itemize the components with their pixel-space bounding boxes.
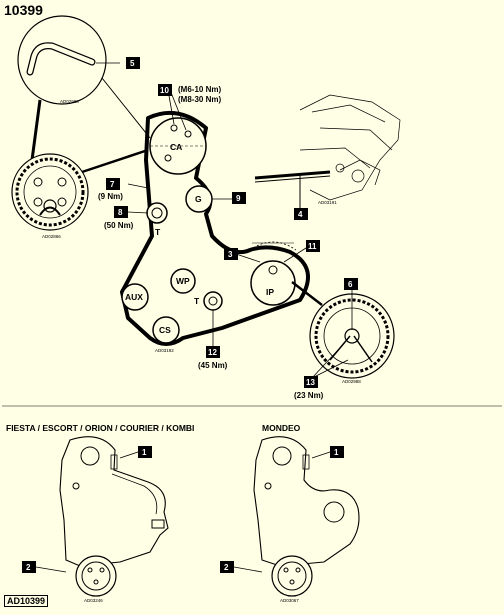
callout-4: 4	[298, 210, 303, 219]
ref-r2: AD02866	[42, 234, 61, 239]
document-number: 10399	[4, 2, 43, 18]
camshaft-label: CA	[170, 142, 182, 152]
injection-pump-label: IP	[266, 287, 274, 297]
callouts: 5 10 7 8 9 3 11 4 6 12 13	[106, 57, 358, 388]
torque-7: (9 Nm)	[98, 192, 123, 201]
crankshaft-label: CS	[159, 325, 171, 335]
ref-r1: AD02988	[60, 99, 79, 104]
ref-r5: AD02988	[342, 379, 361, 384]
callout-1a: 1	[142, 448, 147, 457]
cover-fiesta: FIESTA / ESCORT / ORION / COURIER / KOMB…	[6, 423, 194, 603]
ref-r7: AD03067	[280, 598, 299, 603]
tensioner2-label: T	[194, 296, 200, 306]
injection-sprocket-detail: AD02988	[291, 281, 395, 384]
callout-2b: 2	[224, 563, 229, 572]
callout-1b: 1	[334, 448, 339, 457]
variant-right-label: MONDEO	[262, 423, 301, 433]
callout-3: 3	[228, 250, 233, 259]
ref-r6: AD03246	[84, 598, 103, 603]
torque-8: (50 Nm)	[104, 221, 134, 230]
water-pump-label: WP	[176, 276, 190, 286]
torque-cam-2: (M8-30 Nm)	[178, 95, 221, 104]
reference-tag: AD10399	[4, 595, 49, 607]
callout-2a: 2	[26, 563, 31, 572]
detail-circle-tool: AD02988	[17, 15, 120, 105]
ref-r3: AD03191	[318, 200, 337, 205]
engine-sketch: AD03191	[254, 94, 401, 212]
belt-system: CA G T AUX WP T CS AD03192 IP	[120, 110, 310, 353]
tensioner1-label: T	[155, 227, 161, 237]
callout-8: 8	[118, 208, 123, 217]
aux-label: AUX	[125, 292, 143, 302]
camshaft-sprocket-detail: AD02866	[11, 148, 149, 239]
callout-10: 10	[160, 86, 169, 95]
callout-5: 5	[130, 59, 135, 68]
callout-13: 13	[306, 378, 315, 387]
cover-mondeo: MONDEO 1 2 AD03067	[220, 423, 360, 603]
callout-11: 11	[308, 242, 317, 251]
torque-13: (23 Nm)	[294, 391, 324, 400]
torque-12: (45 Nm)	[198, 361, 228, 370]
ref-r4: AD03192	[155, 348, 174, 353]
callout-7: 7	[110, 180, 115, 189]
torque-cam-1: (M6-10 Nm)	[178, 85, 221, 94]
callout-12: 12	[208, 348, 217, 357]
callout-9: 9	[236, 194, 241, 203]
guide-label: G	[195, 194, 202, 204]
variant-left-label: FIESTA / ESCORT / ORION / COURIER / KOMB…	[6, 423, 194, 433]
callout-6: 6	[348, 280, 353, 289]
torque-labels: (M6-10 Nm) (M8-30 Nm) (9 Nm) (50 Nm) (45…	[98, 85, 324, 400]
